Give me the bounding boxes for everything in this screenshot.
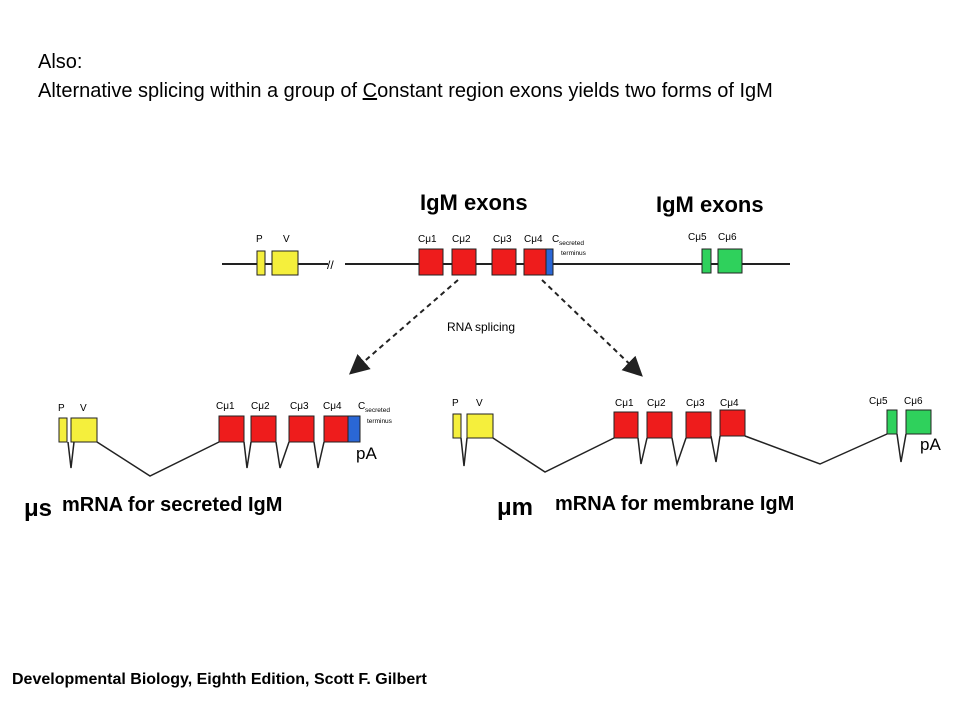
mem-exon-cmu5 <box>886 409 898 435</box>
genomic-exon-p <box>256 250 266 276</box>
mu-m-symbol: μm <box>497 494 533 521</box>
genomic-label-cmu4: Cμ4 <box>524 234 543 245</box>
mem-exon-cmu3 <box>685 411 712 439</box>
sec-splice-lines <box>67 441 325 477</box>
genomic-label-csecreted: C <box>552 234 559 245</box>
line2-underlined-c: C <box>362 80 378 102</box>
genomic-exon-secreted-terminus <box>545 248 554 276</box>
splice-arrow-left <box>348 279 459 375</box>
sec-label-p: P <box>58 403 65 414</box>
rna-splicing-label: RNA splicing <box>447 320 515 334</box>
mem-label-cmu1: Cμ1 <box>615 398 634 409</box>
pa-membrane: pA <box>920 435 941 454</box>
genomic-label-cmu5: Cμ5 <box>688 232 707 243</box>
citation: Developmental Biology, Eighth Edition, S… <box>12 671 427 688</box>
sec-exon-p <box>58 417 68 443</box>
genomic-exon-cmu5 <box>701 248 712 274</box>
genomic-dna-break: // <box>327 258 334 272</box>
genomic-label-cmu2: Cμ2 <box>452 234 471 245</box>
genomic-exon-cmu2 <box>451 248 477 276</box>
mem-exon-p <box>452 413 462 439</box>
mem-exon-cmu6 <box>905 409 932 435</box>
genomic-label-cmu3: Cμ3 <box>493 234 512 245</box>
genomic-label-secreted: secreted <box>559 240 584 247</box>
mem-label-cmu2: Cμ2 <box>647 398 666 409</box>
slide-line-alternative-splicing: Alternative splicing within a group of C… <box>38 80 773 103</box>
mem-exon-cmu2 <box>646 411 673 439</box>
sec-label-v: V <box>80 403 87 414</box>
sec-exon-v <box>70 417 98 443</box>
mem-label-cmu4: Cμ4 <box>720 398 739 409</box>
mem-label-p: P <box>452 398 459 409</box>
sec-label-terminus: terminus <box>367 418 393 425</box>
slide-line-also: Also: <box>38 51 83 73</box>
genomic-exon-cmu6 <box>717 248 743 274</box>
mrna-secreted-label: mRNA for secreted IgM <box>62 494 282 516</box>
mem-splice-lines <box>460 433 907 473</box>
genomic-label-terminus: terminus <box>561 250 587 257</box>
line2-pre: Alternative splicing within a group of <box>38 80 363 102</box>
sec-exon-cmu3 <box>288 415 315 443</box>
mu-s-symbol: μs <box>24 495 52 522</box>
sec-label-csecreted: C <box>358 401 365 412</box>
sec-label-cmu4: Cμ4 <box>323 401 342 412</box>
genomic-label-cmu1: Cμ1 <box>418 234 437 245</box>
mem-exon-cmu4 <box>719 409 746 437</box>
genomic-label-v: V <box>283 234 290 245</box>
sec-label-cmu3: Cμ3 <box>290 401 309 412</box>
genomic-exon-cmu3 <box>491 248 517 276</box>
genomic-exon-cmu1 <box>418 248 444 276</box>
sec-exon-cmu1 <box>218 415 245 443</box>
heading-igm-exons-right: IgM exons <box>656 192 764 217</box>
sec-exon-cmu2 <box>250 415 277 443</box>
mem-exon-cmu1 <box>613 411 639 439</box>
mem-exon-v <box>466 413 494 439</box>
genomic-exon-v <box>271 250 299 276</box>
mem-label-cmu3: Cμ3 <box>686 398 705 409</box>
mem-label-cmu6: Cμ6 <box>904 396 923 407</box>
heading-igm-exons-left: IgM exons <box>420 190 528 215</box>
sec-label-cmu2: Cμ2 <box>251 401 270 412</box>
sec-exon-cmu4 <box>323 415 349 443</box>
mem-label-cmu5: Cμ5 <box>869 396 888 407</box>
genomic-label-cmu6: Cμ6 <box>718 232 737 243</box>
genomic-exon-cmu4 <box>523 248 547 276</box>
mrna-membrane-label: mRNA for membrane IgM <box>555 493 794 515</box>
sec-exon-secreted-terminus <box>347 415 361 443</box>
pa-secreted: pA <box>356 444 377 463</box>
splice-arrow-right <box>541 279 643 377</box>
mem-label-v: V <box>476 398 483 409</box>
sec-label-cmu1: Cμ1 <box>216 401 235 412</box>
sec-label-secreted: secreted <box>365 407 390 414</box>
genomic-label-p: P <box>256 234 263 245</box>
line2-post: onstant region exons yields two forms of… <box>377 80 773 102</box>
